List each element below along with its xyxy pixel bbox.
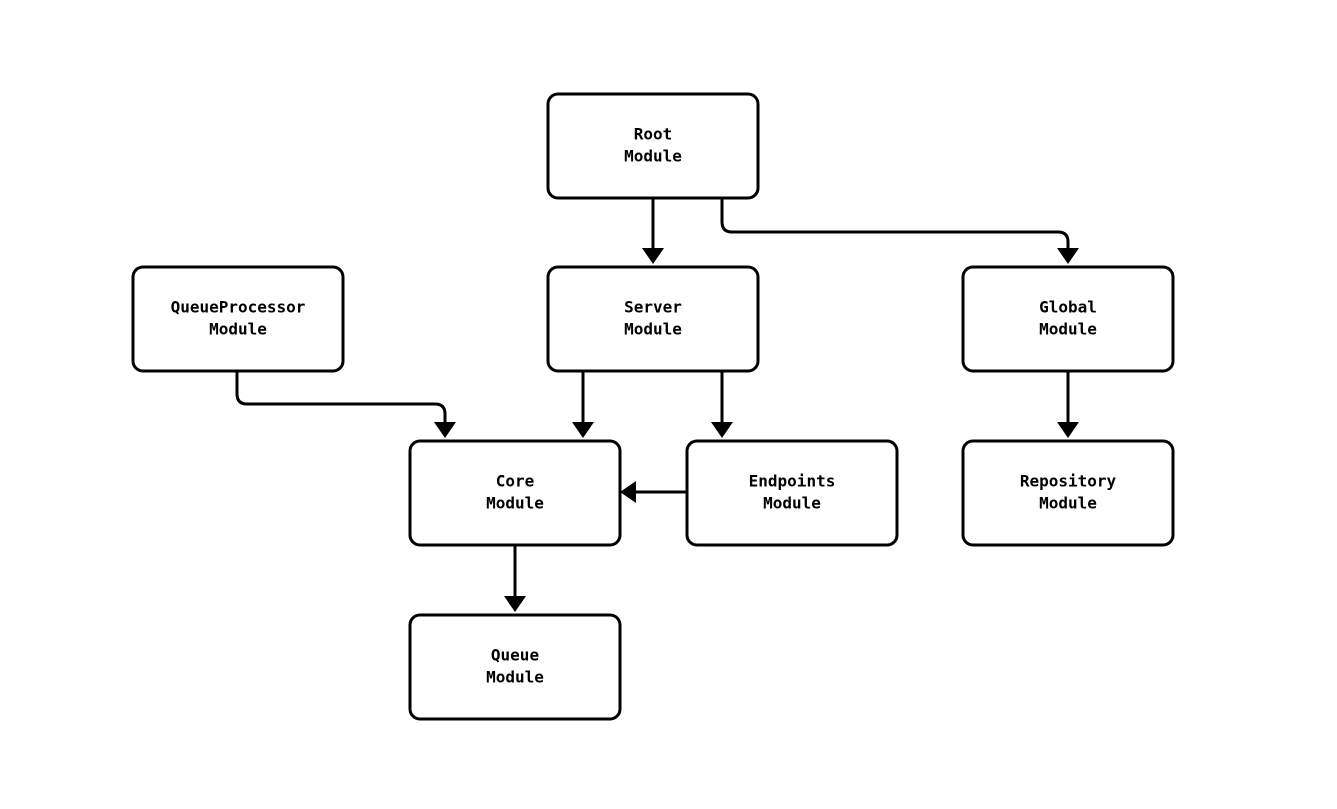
arrow-head-icon [504, 596, 526, 612]
node-label-line1: QueueProcessor [171, 298, 306, 317]
node-label-line1: Core [496, 472, 535, 491]
edge-root-to-server: Root Module depends on Server Module [642, 198, 664, 264]
node-box[interactable] [685, 439, 899, 547]
edge-line [720, 198, 1070, 252]
edges-layer: Root Module depends on Server Module Root… [235, 198, 1079, 612]
edge-root-to-global: Root Module depends on Global Module [720, 198, 1079, 264]
edge-endpoints-to-core: Endpoints Module depends on Core Module [620, 481, 687, 503]
node-box[interactable] [961, 439, 1175, 547]
node-label-line2: Module [763, 494, 821, 513]
node-label-line1: Root [634, 125, 673, 144]
node-label-line2: Module [1039, 494, 1097, 513]
arrow-head-icon [642, 248, 664, 264]
node-label-line2: Module [1039, 320, 1097, 339]
node-label-line1: Queue [491, 646, 539, 665]
arrow-head-icon [711, 422, 733, 438]
edge-queueprocessor-to-core: QueueProcessor Module depends on Core Mo… [235, 371, 456, 438]
node-box[interactable] [546, 265, 760, 373]
node-box[interactable] [961, 265, 1175, 373]
node-label-line1: Global [1039, 298, 1097, 317]
node-box[interactable] [408, 439, 622, 547]
arrow-head-icon [572, 422, 594, 438]
arrow-head-icon [620, 481, 636, 503]
node-box[interactable] [408, 613, 622, 721]
node-label-line2: Module [486, 668, 544, 687]
edge-server-to-core: Server Module depends on Core Module [572, 371, 594, 438]
arrow-head-icon [434, 422, 456, 438]
node-box[interactable] [546, 92, 760, 200]
node-label-line1: Server [624, 298, 682, 317]
node-label-line2: Module [624, 147, 682, 166]
arrow-head-icon [1057, 422, 1079, 438]
node-label-line2: Module [486, 494, 544, 513]
edge-server-to-endpoints: Server Module depends on Endpoints Modul… [711, 371, 733, 438]
nodes-layer: RootModuleQueueProcessorModuleServerModu… [131, 92, 1175, 721]
edge-core-to-queue: Core Module depends on Queue Module [504, 545, 526, 612]
node-box[interactable] [131, 265, 345, 373]
edge-global-to-repository: Global Module depends on Repository Modu… [1057, 371, 1079, 438]
arrow-head-icon [1057, 248, 1079, 264]
edge-line [235, 371, 447, 426]
node-label-line2: Module [624, 320, 682, 339]
node-label-line1: Repository [1020, 472, 1117, 491]
node-label-line2: Module [209, 320, 267, 339]
node-label-line1: Endpoints [749, 472, 836, 491]
